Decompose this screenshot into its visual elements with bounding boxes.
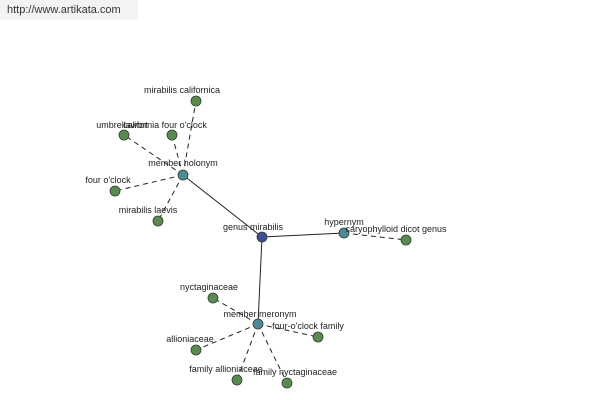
relation-node-member-meronym[interactable] bbox=[252, 318, 264, 330]
node-label-member-meronym: member meronym bbox=[223, 309, 296, 319]
node-label-california-four-oclock: california four o'clock bbox=[123, 120, 207, 130]
leaf-node-nyctaginaceae[interactable] bbox=[207, 292, 219, 304]
node-label-four-oclock-family: four-o'clock family bbox=[272, 321, 344, 331]
leaf-node-california-four-oclock[interactable] bbox=[166, 129, 178, 141]
edge-member-holonym-four-oclock bbox=[114, 174, 184, 192]
node-label-genus-mirabilis: genus mirabilis bbox=[223, 222, 284, 232]
graph-edges bbox=[114, 100, 407, 384]
leaf-node-allioniaceae[interactable] bbox=[190, 344, 202, 356]
edge-member-holonym-umbrellawort bbox=[123, 134, 184, 176]
node-label-nyctaginaceae: nyctaginaceae bbox=[180, 282, 238, 292]
edge-member-meronym-family-nyctaginaceae bbox=[257, 323, 288, 384]
node-label-family-allioniaceae: family allioniaceae bbox=[189, 364, 263, 374]
node-label-umbrellawort: umbrellawort bbox=[96, 120, 148, 130]
leaf-node-family-allioniaceae[interactable] bbox=[231, 374, 243, 386]
node-label-family-nyctaginaceae: family nyctaginaceae bbox=[253, 367, 337, 377]
leaf-node-four-oclock[interactable] bbox=[109, 185, 121, 197]
leaf-node-mirabilis-californica[interactable] bbox=[190, 95, 202, 107]
edge-hypernym-caryophylloid-dicot-genus bbox=[343, 232, 407, 241]
graph-nodes bbox=[109, 95, 412, 389]
relation-node-hypernym[interactable] bbox=[338, 227, 350, 239]
watermark-url: http://www.artikata.com bbox=[0, 0, 138, 20]
leaf-node-caryophylloid-dicot-genus[interactable] bbox=[400, 234, 412, 246]
node-label-member-holonym: member holonym bbox=[148, 158, 218, 168]
leaf-node-mirabilis-laevis[interactable] bbox=[152, 215, 164, 227]
leaf-node-four-oclock-family[interactable] bbox=[312, 331, 324, 343]
node-label-four-oclock: four o'clock bbox=[85, 175, 131, 185]
edge-member-meronym-family-allioniaceae bbox=[236, 323, 259, 381]
node-label-caryophylloid-dicot-genus: caryophylloid dicot genus bbox=[345, 224, 447, 234]
relation-node-member-holonym[interactable] bbox=[177, 169, 189, 181]
node-label-hypernym: hypernym bbox=[324, 217, 364, 227]
edge-genus-mirabilis-hypernym bbox=[261, 232, 345, 238]
node-label-mirabilis-californica: mirabilis californica bbox=[144, 85, 220, 95]
center-node-genus-mirabilis[interactable] bbox=[256, 231, 268, 243]
leaf-node-family-nyctaginaceae[interactable] bbox=[281, 377, 293, 389]
edge-genus-mirabilis-member-holonym bbox=[182, 174, 263, 238]
edge-member-meronym-four-oclock-family bbox=[257, 323, 319, 338]
graph-labels: genus mirabilis member holonym mirabilis c… bbox=[85, 85, 447, 377]
leaf-node-umbrellawort[interactable] bbox=[118, 129, 130, 141]
edge-member-meronym-allioniaceae bbox=[195, 323, 259, 351]
edge-member-holonym-mirabilis-californica bbox=[182, 100, 197, 176]
node-label-allioniaceae: allioniaceae bbox=[166, 334, 214, 344]
edge-member-holonym-california-four-oclock bbox=[171, 134, 184, 176]
node-label-mirabilis-laevis: mirabilis laevis bbox=[119, 205, 178, 215]
edge-genus-mirabilis-member-meronym bbox=[257, 236, 263, 325]
